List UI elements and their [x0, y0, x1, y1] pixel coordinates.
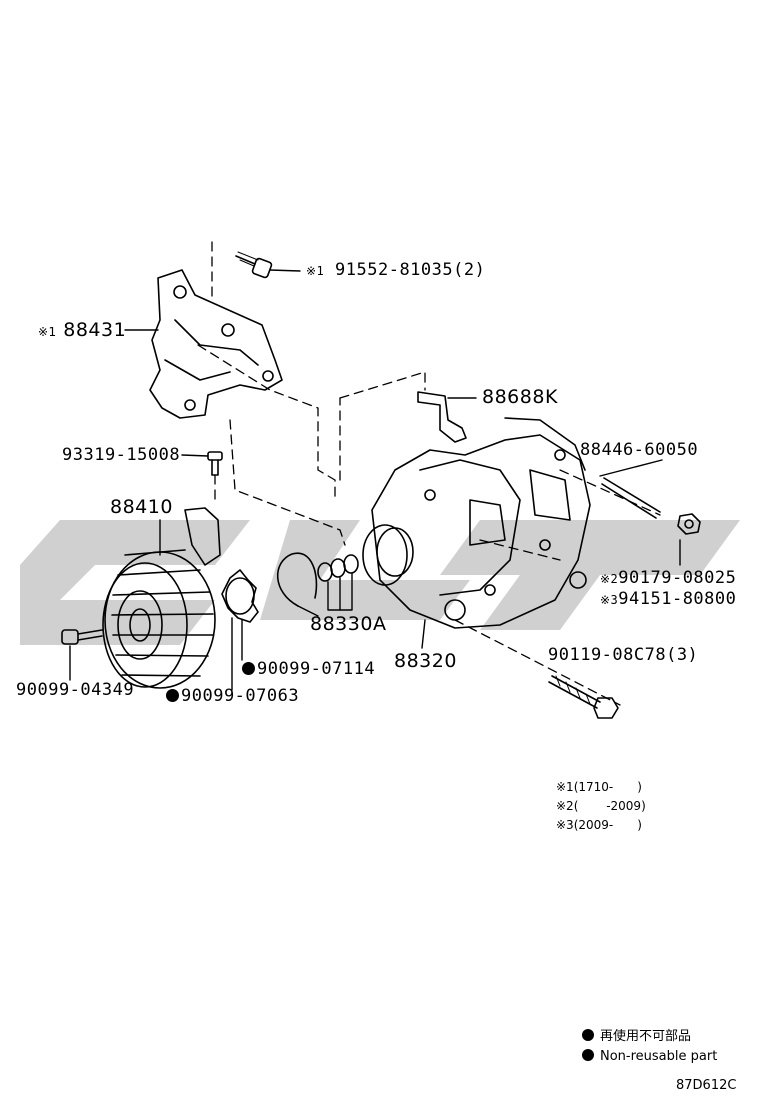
- label-snap-ring: 90099-07114: [242, 661, 375, 678]
- label-clutch-text: 88410: [110, 496, 173, 518]
- label-clip: 88688K: [482, 388, 558, 407]
- label-shim-set: 88330A: [310, 615, 386, 634]
- non-reusable-dot-icon: [582, 1029, 594, 1041]
- label-stud: 88446-60050: [580, 442, 698, 459]
- label-bolt-top: ※1 91552-81035(2): [306, 262, 485, 279]
- clip-part: [417, 391, 467, 443]
- bolt-clutch-part: [61, 629, 103, 645]
- note-1: ※1(1710- ): [556, 781, 642, 793]
- label-compressor-text: 88320: [394, 650, 457, 672]
- leader-lines: [69, 269, 681, 691]
- label-bracket-mark: ※1: [38, 325, 57, 339]
- note-2-text: ( -2009): [573, 799, 646, 813]
- non-reusable-dot-icon: [242, 662, 255, 675]
- label-bolt-clutch: 90099-04349: [16, 682, 134, 699]
- stud-part: [601, 477, 661, 519]
- note-3-text: (2009- ): [573, 818, 642, 832]
- label-bolt-top-mark: ※1: [306, 264, 325, 278]
- label-bolt-mount-text: 90119-08C78(3): [548, 645, 699, 665]
- legend-item-jp-text: 再使用不可部品: [600, 1029, 692, 1044]
- legend-item-en: Non-reusable part: [582, 1049, 717, 1063]
- legend-item-jp: 再使用不可部品: [582, 1029, 691, 1043]
- shim-set-part: [317, 554, 359, 582]
- label-clutch: 88410: [110, 498, 173, 517]
- label-screw-small: 93319-15008: [62, 447, 180, 464]
- note-3-mark: ※3: [556, 818, 574, 832]
- label-clip-text: 88688K: [482, 386, 558, 408]
- label-bolt-clutch-text: 90099-04349: [16, 680, 135, 700]
- label-compressor: 88320: [394, 652, 457, 671]
- bolt-mount-part: [548, 675, 619, 719]
- label-stud-text: 88446-60050: [580, 440, 699, 460]
- label-bracket: ※1 88431: [38, 321, 126, 340]
- bracket-part: [149, 269, 283, 419]
- note-1-text: (1710- ): [573, 780, 642, 794]
- label-gasket: 90099-07063: [166, 688, 299, 705]
- label-bolt-top-text: 91552-81035(2): [335, 260, 486, 280]
- nut-part: [677, 513, 701, 535]
- label-nut-a-text: 90179-08025: [618, 568, 737, 588]
- bolt-top-part: [235, 251, 273, 279]
- compressor-body-part: [362, 417, 591, 629]
- figure-code: 87D612C: [676, 1078, 737, 1093]
- legend-item-en-text: Non-reusable part: [600, 1049, 718, 1064]
- label-bolt-mount: 90119-08C78(3): [548, 647, 698, 664]
- label-bracket-text: 88431: [63, 319, 127, 341]
- label-nut-a: ※290179-08025: [600, 570, 736, 587]
- non-reusable-dot-icon: [166, 689, 179, 702]
- assembly-dashed-lines: [197, 241, 661, 706]
- screw-small-part: [207, 451, 223, 476]
- label-nut-b-text: 94151-80800: [618, 589, 737, 609]
- label-shim-set-text: 88330A: [310, 613, 387, 635]
- gasket-part: [221, 569, 259, 623]
- snap-ring-part: [276, 552, 318, 607]
- label-screw-small-text: 93319-15008: [62, 445, 181, 465]
- note-3: ※3(2009- ): [556, 819, 642, 831]
- label-nut-b-mark: ※3: [600, 593, 619, 607]
- note-2: ※2( -2009): [556, 800, 646, 812]
- note-1-mark: ※1: [556, 780, 574, 794]
- note-2-mark: ※2: [556, 799, 574, 813]
- label-nut-a-mark: ※2: [600, 572, 619, 586]
- label-gasket-text: 90099-07063: [181, 686, 300, 706]
- label-snap-ring-text: 90099-07114: [257, 659, 376, 679]
- label-nut-b: ※394151-80800: [600, 591, 736, 608]
- non-reusable-dot-icon: [582, 1049, 594, 1061]
